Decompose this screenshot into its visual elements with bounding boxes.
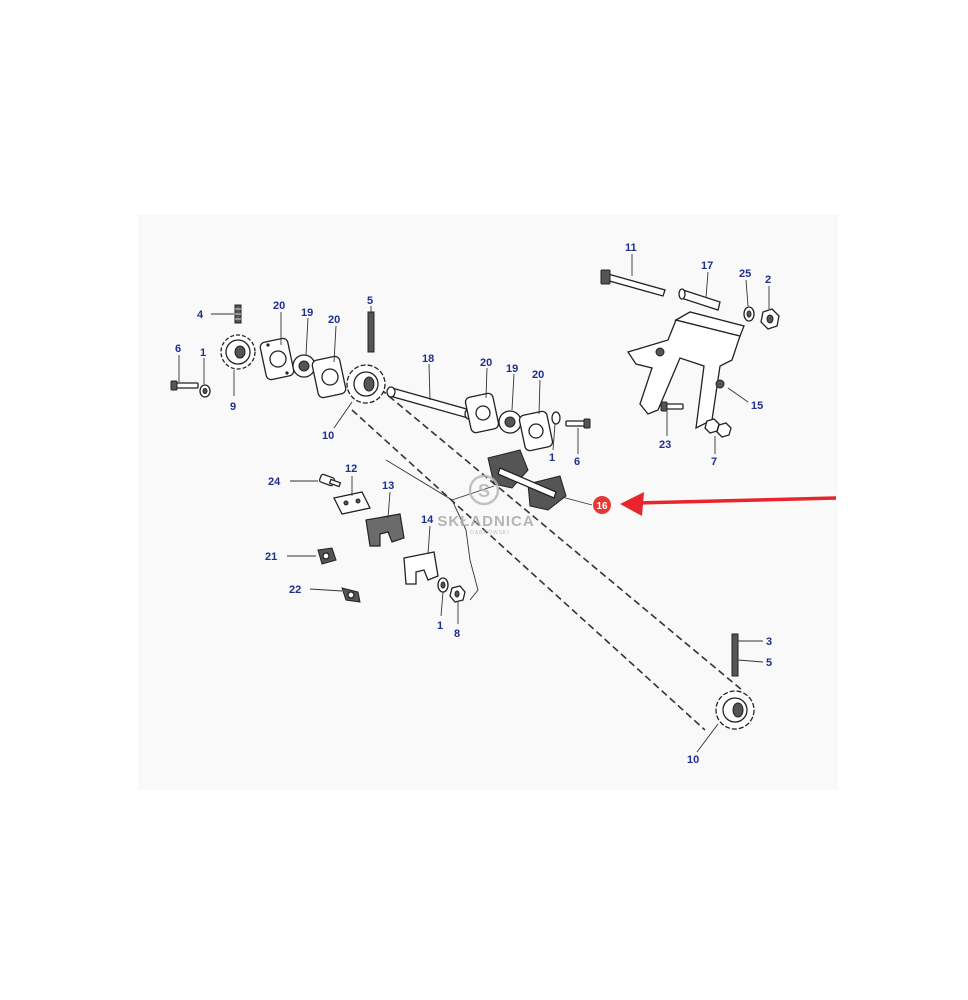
part-pin-3[interactable]	[731, 633, 739, 677]
callout-14: 14	[421, 514, 434, 526]
part-screw-4[interactable]	[234, 304, 242, 324]
part-flange-20-c[interactable]	[464, 392, 500, 434]
part-sprocket-10-bottom[interactable]	[715, 690, 755, 730]
part-sprocket-9[interactable]	[220, 334, 256, 370]
watermark-brand: SKŁADNICA	[437, 513, 534, 530]
part-fitting-22[interactable]	[341, 587, 361, 603]
callout-23: 23	[659, 439, 671, 451]
red-pointer-arrow	[620, 492, 837, 516]
part-pin-5-top[interactable]	[367, 311, 375, 353]
part-flange-20-a[interactable]	[259, 337, 295, 381]
callout-6-left: 6	[175, 343, 181, 355]
callout-1-mid: 1	[549, 452, 555, 464]
highlight-badge-label: 16	[596, 501, 608, 512]
watermark-logo: S SKŁADNICA DĄBROWSKI	[437, 474, 534, 536]
callout-15: 15	[751, 400, 763, 412]
part-flange-20-d[interactable]	[518, 410, 554, 452]
part-washer-1-mid[interactable]	[551, 411, 561, 425]
part-washer-1-bottom[interactable]	[437, 577, 449, 593]
callout-13: 13	[382, 480, 394, 492]
part-spring-wire[interactable]	[385, 459, 495, 601]
callout-20-d: 20	[532, 369, 544, 381]
watermark-logo-mark: S	[478, 481, 490, 501]
callout-20-a: 20	[273, 300, 285, 312]
part-bolt-6-left[interactable]	[170, 380, 199, 391]
callout-20-b: 20	[328, 314, 340, 326]
callout-12: 12	[345, 463, 357, 475]
callout-9: 9	[230, 401, 236, 413]
callout-20-c: 20	[480, 357, 492, 369]
highlight-badge-circle	[593, 496, 611, 514]
callout-21: 21	[265, 551, 277, 563]
part-nut-1-left[interactable]	[199, 384, 211, 398]
callout-10-bottom: 10	[687, 754, 699, 766]
part-sleeve-17[interactable]	[678, 288, 721, 311]
callout-11: 11	[625, 242, 637, 254]
part-bolt-11[interactable]	[600, 269, 666, 297]
callout-5-top: 5	[367, 295, 373, 307]
part-flange-20-b[interactable]	[311, 355, 347, 399]
callout-25: 25	[739, 268, 751, 280]
part-bolt-23[interactable]	[660, 401, 684, 412]
part-fitting-21[interactable]	[317, 547, 337, 565]
part-plate-14[interactable]	[403, 551, 439, 585]
callout-17: 17	[701, 260, 713, 272]
part-bracket-15[interactable]	[626, 311, 745, 430]
callout-22: 22	[289, 584, 301, 596]
part-bolt-6-right[interactable]	[565, 418, 591, 429]
chain-drive	[351, 381, 743, 731]
callout-labels: 4 6 1 9 20 19 20 5 10 18 20 19 20 1 6 11…	[175, 242, 772, 766]
part-tensioner-16[interactable]	[487, 449, 567, 511]
callout-5-bottom: 5	[766, 657, 772, 669]
callout-24: 24	[268, 476, 281, 488]
watermark-sub: DĄBROWSKI	[470, 530, 510, 536]
callout-19-a: 19	[301, 307, 313, 319]
callout-4: 4	[197, 309, 204, 321]
part-washer-25[interactable]	[743, 306, 755, 322]
part-bolt-24[interactable]	[318, 473, 342, 488]
callout-1-bottom: 1	[437, 620, 443, 632]
callout-7: 7	[711, 456, 717, 468]
part-pad-13[interactable]	[365, 513, 405, 547]
callout-6-right: 6	[574, 456, 580, 468]
callout-2: 2	[765, 274, 771, 286]
callout-10-top: 10	[322, 430, 334, 442]
callout-1-left: 1	[200, 347, 206, 359]
highlight-badge-16[interactable]: 16	[593, 496, 611, 514]
callout-18: 18	[422, 353, 434, 365]
part-nut-8[interactable]	[449, 585, 466, 603]
callout-8: 8	[454, 628, 460, 640]
part-sprocket-10-top[interactable]	[346, 364, 386, 404]
leader-lines	[178, 254, 770, 753]
part-plate-12[interactable]	[333, 491, 371, 515]
part-nut-2[interactable]	[760, 308, 780, 330]
part-nuts-7[interactable]	[704, 418, 732, 438]
callout-19-b: 19	[506, 363, 518, 375]
part-bearing-19-b[interactable]	[498, 410, 522, 434]
callout-3: 3	[766, 636, 772, 648]
